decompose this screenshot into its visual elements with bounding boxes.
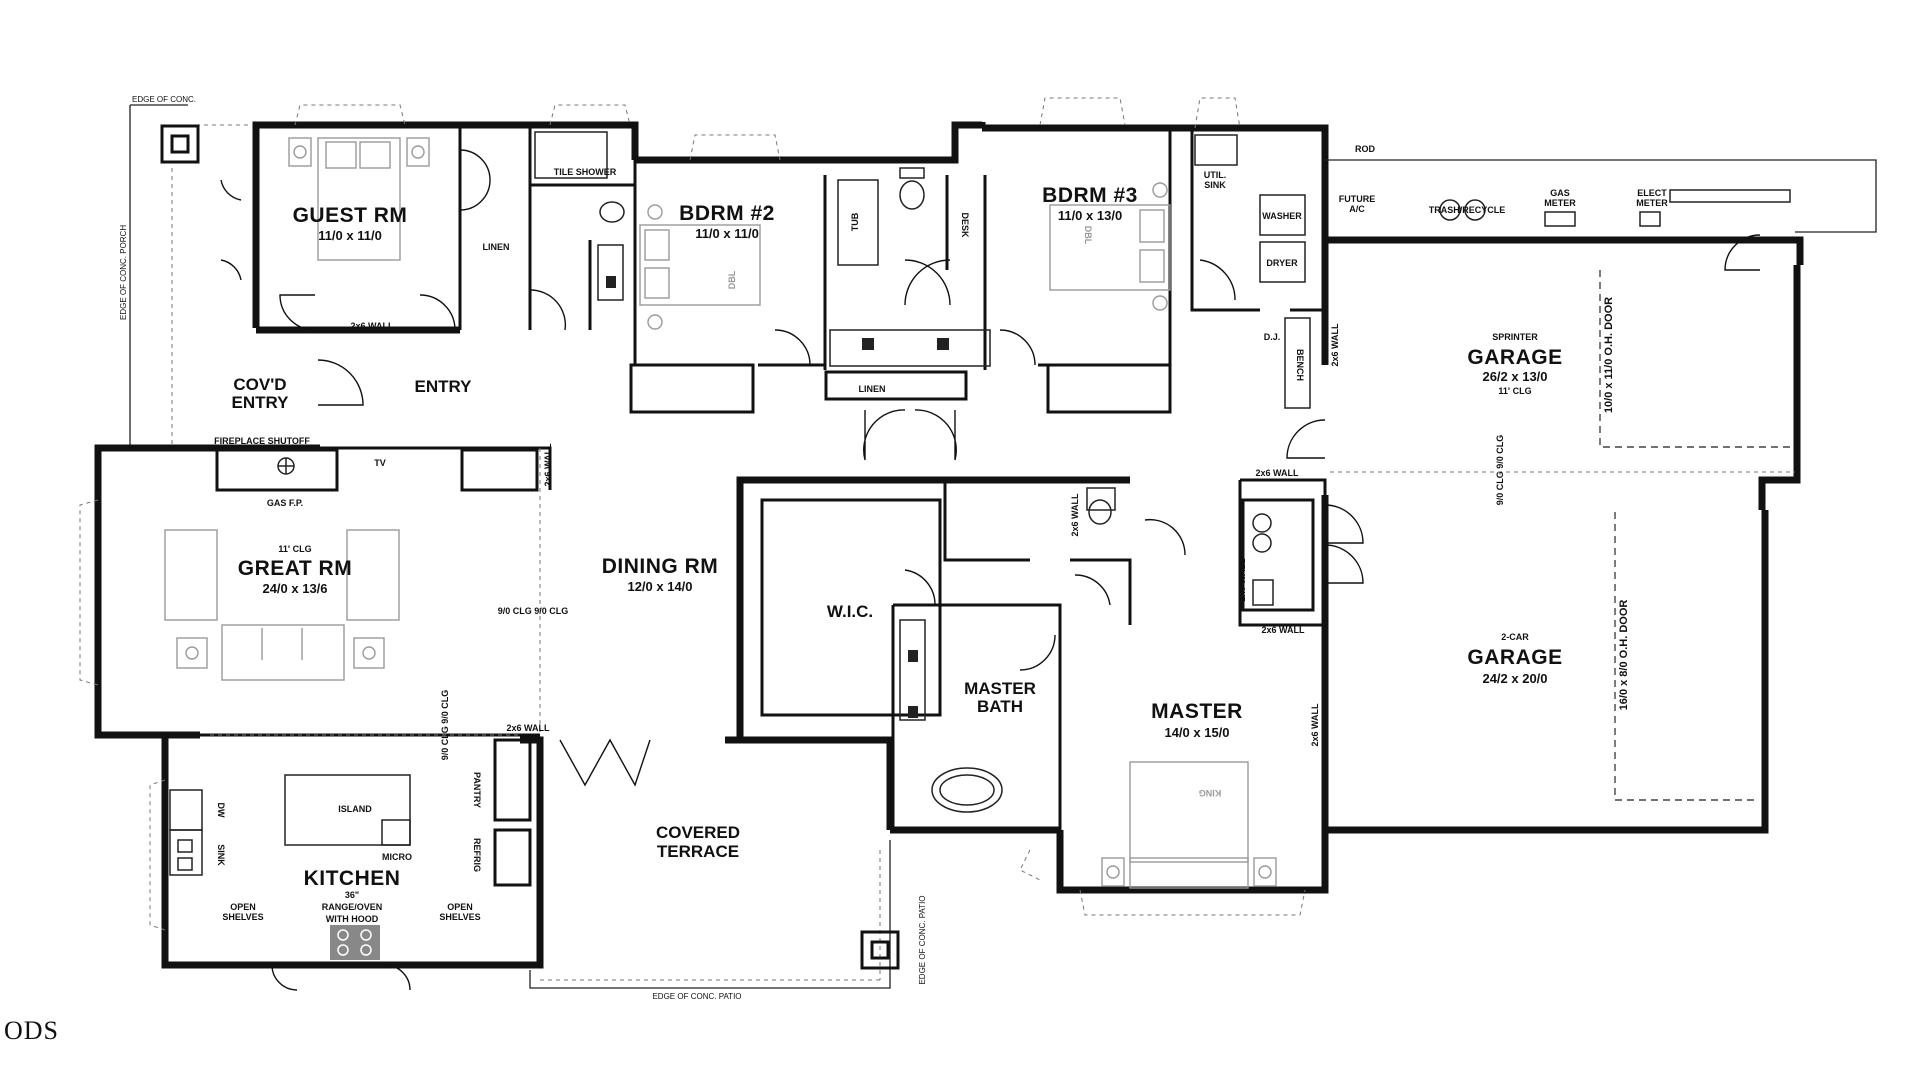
guest-room-dim: 11/0 x 11/0 xyxy=(318,228,382,243)
doors xyxy=(220,149,1761,991)
garage2-dim: 24/2 x 20/0 xyxy=(1482,671,1547,686)
master-bath-label-2: BATH xyxy=(977,697,1023,716)
future-ac-1: FUTURE xyxy=(1339,194,1376,204)
gas-meter-2: METER xyxy=(1544,198,1576,208)
rod-label: ROD xyxy=(1355,144,1376,154)
bdrm3-name: BDRM #3 xyxy=(1042,184,1138,207)
wall-label-entry: 2x6 WALL xyxy=(543,443,553,487)
interior-walls xyxy=(200,125,1327,887)
great-room-dim: 24/0 x 13/6 xyxy=(262,581,327,596)
desk-label: DESK xyxy=(960,212,970,238)
kitchen-label: KITCHEN xyxy=(304,867,401,890)
linen-guest: LINEN xyxy=(483,242,510,252)
util-sink-1: UTIL. xyxy=(1204,170,1227,180)
garage2-type: 2-CAR xyxy=(1501,632,1529,642)
terrace-label-2: TERRACE xyxy=(657,842,739,861)
bdrm2-name: BDRM #2 xyxy=(679,202,775,225)
trash-label: TRASH/RECYCLE xyxy=(1429,205,1506,215)
tub-label: TUB xyxy=(850,212,860,231)
entry-label: ENTRY xyxy=(415,377,473,396)
wall-label-bath: 2x6 WALL xyxy=(1070,493,1080,537)
gas-fp-label: GAS F.P. xyxy=(267,498,303,508)
edge-porch: EDGE OF CONC. PORCH xyxy=(119,225,128,320)
pantry-label: PANTRY xyxy=(472,772,482,808)
wall-label-laundry: 2x6 WALL xyxy=(1330,323,1340,367)
guest-room-name: GUEST RM xyxy=(293,204,408,227)
windows xyxy=(79,97,1306,931)
great-room-name: GREAT RM xyxy=(238,557,352,580)
garage2-name: GARAGE xyxy=(1467,646,1562,669)
covd-entry-label-2: ENTRY xyxy=(232,393,290,412)
wall-label-master-top: 2x6 WALL xyxy=(1237,558,1247,602)
refrig-label: REFRIG xyxy=(472,838,482,872)
tile-shower-label: TILE SHOWER xyxy=(554,167,617,177)
master-bath-label-1: MASTER xyxy=(964,679,1036,698)
garage-door-label: 16/0 x 8/0 O.H. DOOR xyxy=(1618,600,1630,711)
elect-meter-1: ELECT xyxy=(1637,188,1667,198)
dashed-lines xyxy=(210,159,1877,989)
dining-room-name: DINING RM xyxy=(602,555,719,578)
range-label-2: RANGE/OVEN xyxy=(322,902,383,912)
porch-edges xyxy=(129,104,252,445)
clg-dining: 9/0 CLG 9/0 CLG xyxy=(498,606,569,616)
open-shelves-left-1: OPEN xyxy=(230,902,256,912)
sprinter-name: GARAGE xyxy=(1467,346,1562,369)
sprinter-ceiling: 11' CLG xyxy=(1498,386,1531,396)
sprinter-type: SPRINTER xyxy=(1492,332,1538,342)
clg-garage: 9/0 CLG 9/0 CLG xyxy=(1495,435,1505,506)
wall-label-kitchen: 2x6 WALL xyxy=(506,723,550,733)
range-label-1: 36" xyxy=(345,890,359,900)
tv-label: TV xyxy=(374,458,386,468)
master-dim: 14/0 x 15/0 xyxy=(1164,725,1229,740)
great-room-ceiling: 11' CLG xyxy=(278,544,311,554)
terrace-label-1: COVERED xyxy=(656,823,740,842)
sprinter-dim: 26/2 x 13/0 xyxy=(1482,369,1547,384)
open-shelves-right-1: OPEN xyxy=(447,902,473,912)
plan-notes: EDGE OF CONC. EDGE OF CONC. PORCH TILE S… xyxy=(119,95,1668,1001)
clg-kitchen: 9/0 CLG 9/0 CLG xyxy=(440,690,450,761)
edge-patio-bottom: EDGE OF CONC. PATIO xyxy=(652,992,741,1001)
edge-conc-top: EDGE OF CONC. xyxy=(132,95,196,104)
island-label: ISLAND xyxy=(338,804,372,814)
dw-label: DW xyxy=(216,803,226,818)
micro-label: MICRO xyxy=(382,852,412,862)
furniture xyxy=(164,137,1277,889)
washer-label: WASHER xyxy=(1262,211,1302,221)
range-label-3: WITH HOOD xyxy=(326,914,379,924)
open-shelves-right-2: SHELVES xyxy=(439,912,480,922)
future-ac-2: A/C xyxy=(1349,204,1365,214)
wall-label-guest: 2x6 WALL xyxy=(350,321,394,331)
master-name: MASTER xyxy=(1151,700,1243,723)
wall-label-mudroom: 2x6 WALL xyxy=(1255,468,1299,478)
room-labels: GUEST RM 11/0 x 11/0 BDRM #2 11/0 x 11/0… xyxy=(232,184,1563,890)
util-sink-2: SINK xyxy=(1204,180,1226,190)
wall-label-master-closet: 2x6 WALL xyxy=(1261,625,1305,635)
wic-label: W.I.C. xyxy=(827,602,873,621)
dining-room-dim: 12/0 x 14/0 xyxy=(627,579,692,594)
bdrm2-dim: 11/0 x 11/0 xyxy=(695,226,759,241)
king-bed-label: KING xyxy=(1199,788,1222,798)
linen-hall: LINEN xyxy=(859,384,886,394)
sprinter-door-label: 10/0 x 11/0 O.H. DOOR xyxy=(1603,297,1615,413)
gas-meter-1: GAS xyxy=(1550,188,1570,198)
covd-entry-label-1: COV'D xyxy=(233,375,286,394)
dryer-label: DRYER xyxy=(1266,258,1298,268)
bench-label: BENCH xyxy=(1295,349,1305,381)
wall-label-master-right: 2x6 WALL xyxy=(1310,703,1320,747)
exterior-walls xyxy=(94,121,1804,969)
elect-meter-2: METER xyxy=(1636,198,1668,208)
edge-patio-side: EDGE OF CONC. PATIO xyxy=(918,895,927,984)
fireplace-shutoff: FIREPLACE SHUTOFF xyxy=(214,436,310,446)
dbl-bed-label: DBL xyxy=(727,270,737,289)
dj-label: D.J. xyxy=(1264,332,1281,342)
watermark-text: ODS xyxy=(4,1016,60,1045)
bdrm3-bed-label: DBL xyxy=(1083,226,1093,245)
bdrm3-dim: 11/0 x 13/0 xyxy=(1058,208,1122,223)
open-shelves-left-2: SHELVES xyxy=(222,912,263,922)
sink-label: SINK xyxy=(216,844,226,866)
fixtures xyxy=(169,131,1791,960)
